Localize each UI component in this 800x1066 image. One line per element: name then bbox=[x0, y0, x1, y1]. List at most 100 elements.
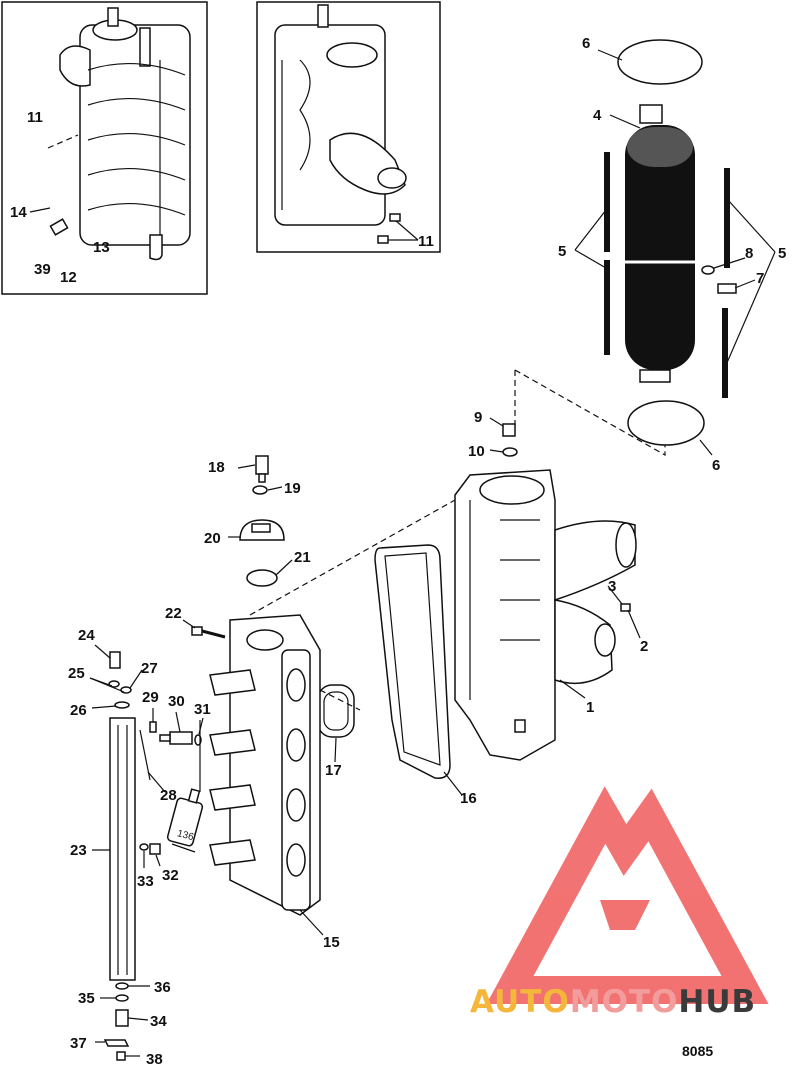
callout-12: 12 bbox=[60, 269, 77, 286]
callout-38: 38 bbox=[146, 1051, 163, 1066]
callout-4: 4 bbox=[593, 107, 602, 124]
callout-24: 24 bbox=[78, 627, 95, 644]
callout-6b: 6 bbox=[712, 457, 720, 474]
callout-11a: 11 bbox=[27, 109, 43, 126]
leader bbox=[443, 771, 463, 796]
watermark-moto: MOTO bbox=[570, 984, 679, 1020]
wire-icon bbox=[139, 729, 151, 781]
screw-icon bbox=[116, 1051, 126, 1061]
callout-2: 2 bbox=[640, 638, 648, 655]
leader bbox=[147, 771, 166, 793]
sealant-tube bbox=[166, 788, 204, 853]
plug-icon bbox=[149, 843, 161, 855]
callout-3: 3 bbox=[608, 578, 616, 595]
callout-25: 25 bbox=[68, 665, 85, 682]
bolt-icon bbox=[377, 235, 389, 244]
callout-36: 36 bbox=[154, 979, 171, 996]
callout-27: 27 bbox=[141, 660, 158, 677]
alignment-line bbox=[514, 369, 666, 457]
callout-9: 9 bbox=[474, 409, 482, 426]
watermark-text: AUTOMOTOHUB bbox=[470, 984, 756, 1020]
bolt-icon bbox=[191, 626, 226, 639]
leader bbox=[155, 854, 161, 867]
injector-icon bbox=[159, 731, 193, 745]
o-ring bbox=[617, 39, 703, 85]
inset-left-assembly bbox=[49, 7, 191, 261]
callout-30: 30 bbox=[168, 693, 185, 710]
callout-32: 32 bbox=[162, 867, 179, 884]
callout-29: 29 bbox=[142, 689, 159, 706]
fitting-icon bbox=[149, 721, 157, 733]
sensor-stack bbox=[239, 455, 285, 587]
callout-16: 16 bbox=[460, 790, 477, 807]
alignment-line bbox=[319, 689, 361, 711]
plug-icon bbox=[502, 423, 516, 437]
callout-10: 10 bbox=[468, 443, 485, 460]
callout-6a: 6 bbox=[582, 35, 590, 52]
clip-icon bbox=[114, 701, 130, 709]
watermark-auto: AUTO bbox=[470, 984, 570, 1020]
leader bbox=[699, 439, 713, 456]
clip-icon bbox=[103, 1039, 130, 1047]
callout-23: 23 bbox=[70, 842, 87, 859]
callout-22: 22 bbox=[165, 605, 182, 622]
callout-18: 18 bbox=[208, 459, 225, 476]
bolt-icon bbox=[389, 213, 401, 222]
leader bbox=[129, 669, 143, 689]
callout-13: 13 bbox=[93, 239, 110, 256]
leader bbox=[91, 705, 117, 709]
callout-35: 35 bbox=[78, 990, 95, 1007]
callout-8: 8 bbox=[745, 245, 753, 262]
figure-number: 8085 bbox=[682, 1043, 713, 1059]
leader bbox=[47, 134, 79, 149]
callout-17: 17 bbox=[325, 762, 342, 779]
leader bbox=[237, 464, 256, 469]
main-housing bbox=[454, 469, 637, 761]
watermark-logo bbox=[486, 786, 769, 1004]
o-ring bbox=[139, 843, 149, 851]
leader bbox=[275, 559, 293, 576]
o-ring bbox=[120, 686, 132, 694]
callout-14: 14 bbox=[10, 204, 27, 221]
leader bbox=[574, 249, 607, 269]
leader bbox=[574, 209, 607, 251]
callout-1: 1 bbox=[586, 699, 594, 716]
leader bbox=[299, 909, 324, 936]
o-ring bbox=[627, 400, 705, 446]
leader bbox=[334, 737, 337, 763]
callout-11b: 11 bbox=[418, 233, 434, 250]
leader bbox=[713, 257, 746, 269]
sealant-tube-label: 136 bbox=[176, 828, 195, 843]
callout-19: 19 bbox=[284, 480, 301, 497]
leader bbox=[725, 251, 776, 366]
callout-21: 21 bbox=[294, 549, 311, 566]
leader bbox=[175, 711, 181, 733]
filter-cartridge bbox=[604, 39, 737, 446]
intake-manifold bbox=[209, 614, 321, 916]
callout-7: 7 bbox=[756, 270, 764, 287]
fitting-icon bbox=[109, 651, 121, 669]
leader bbox=[182, 619, 196, 629]
callout-20: 20 bbox=[204, 530, 221, 547]
washer-icon bbox=[502, 447, 518, 457]
leader bbox=[559, 679, 586, 699]
fuel-rail bbox=[109, 717, 136, 981]
inset-frame-left bbox=[1, 1, 208, 295]
leader bbox=[127, 1017, 149, 1021]
fitting-icon bbox=[620, 603, 631, 612]
watermark-hub: HUB bbox=[678, 984, 756, 1020]
fitting-icon bbox=[115, 1009, 129, 1027]
callout-31: 31 bbox=[194, 701, 211, 718]
leader bbox=[394, 219, 419, 241]
callout-39: 39 bbox=[34, 261, 51, 278]
inset-right-assembly bbox=[274, 4, 407, 226]
leader bbox=[89, 677, 125, 693]
leader bbox=[734, 279, 756, 289]
leader bbox=[267, 486, 283, 491]
callout-28: 28 bbox=[160, 787, 177, 804]
leader bbox=[29, 207, 51, 213]
callout-37: 37 bbox=[70, 1035, 87, 1052]
callout-5a: 5 bbox=[558, 243, 566, 260]
gasket bbox=[374, 544, 451, 779]
